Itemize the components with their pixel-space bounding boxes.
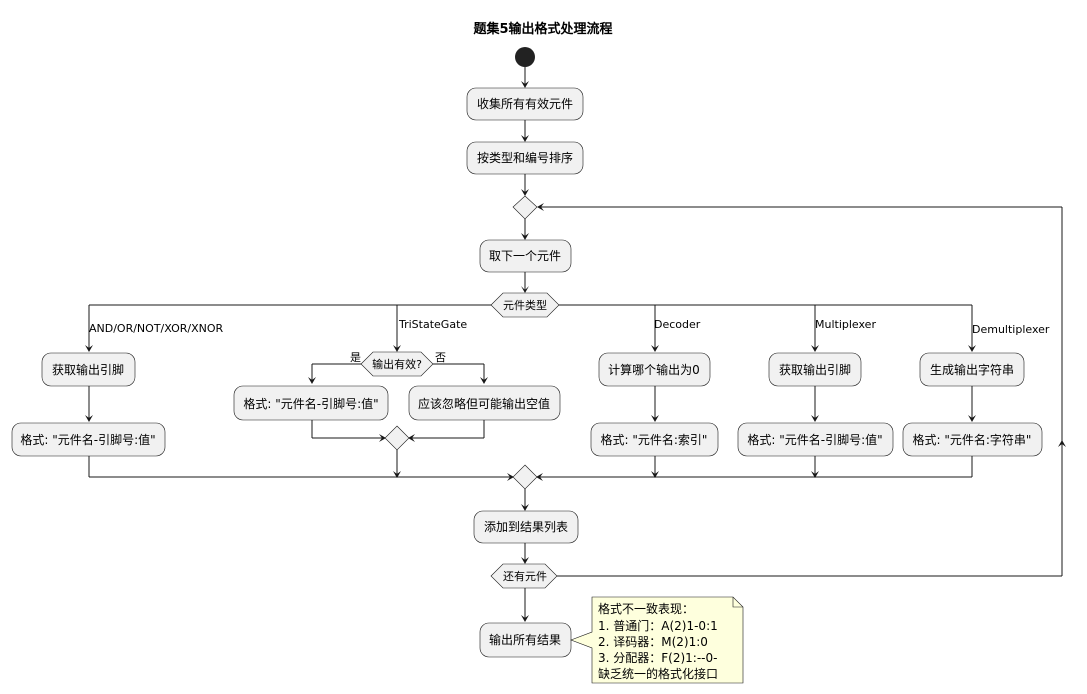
more-components-label: 还有元件 [503,569,547,583]
demultiplexer-step1-label: 生成输出字符串 [930,362,1014,377]
branch-label-tristate: TriStateGate [398,318,467,331]
take-next-step: 取下一个元件 [479,239,572,273]
output-all-label: 输出所有结果 [489,632,561,647]
tristate-merge-diamond [384,425,410,451]
diagram-title: 题集5输出格式处理流程 [473,21,612,37]
collect-step-label: 收集所有有效元件 [477,96,573,111]
demultiplexer-step2: 格式: "元件名:字符串" [902,422,1043,457]
decoder-step2-label: 格式: "元件名:索引" [601,432,708,447]
collect-step: 收集所有有效元件 [466,87,584,121]
sort-step-label: 按类型和编号排序 [477,150,573,165]
note-line-4: 3. 分配器：F(2)1:--0- [598,651,717,665]
add-to-results-label: 添加到结果列表 [484,520,568,534]
multiplexer-step1: 获取输出引脚 [768,352,862,387]
tristate-no-step-label: 应该忽略但可能输出空值 [418,396,550,411]
note-line-5: 缺乏统一的格式化接口 [598,666,718,681]
decoder-step1-label: 计算哪个输出为0 [608,362,700,377]
start-node [515,47,535,67]
branch-label-gates: AND/OR/NOT/XOR/XNOR [89,322,224,335]
tristate-no-label: 否 [435,351,446,364]
branch-merge-diamond [512,464,538,490]
tristate-no-step: 应该忽略但可能输出空值 [408,385,561,421]
main-edges [85,67,1066,622]
multiplexer-step2-label: 格式: "元件名-引脚号:值" [747,432,882,447]
tristate-yes-step: 格式: "元件名-引脚号:值" [233,385,389,421]
tristate-yes-step-label: 格式: "元件名-引脚号:值" [243,396,378,411]
note-line-2: 1. 普通门：A(2)1-0:1 [598,618,718,633]
component-type-label: 元件类型 [503,298,547,312]
output-all-step: 输出所有结果 [479,622,572,658]
tristate-decision: 输出有效? [360,351,434,377]
more-components-decision: 还有元件 [490,563,558,589]
decoder-step1: 计算哪个输出为0 [598,352,711,387]
multiplexer-step1-label: 获取输出引脚 [779,362,851,377]
gates-step1: 获取输出引脚 [41,352,136,387]
tristate-question-label: 输出有效? [372,357,422,371]
note-line-1: 格式不一致表现： [598,601,694,616]
demultiplexer-step2-label: 格式: "元件名:字符串" [913,432,1032,447]
gates-step2-label: 格式: "元件名-引脚号:值" [20,432,155,447]
multiplexer-step2: 格式: "元件名-引脚号:值" [737,422,894,457]
tristate-yes-label: 是 [350,351,361,364]
take-next-step-label: 取下一个元件 [489,249,561,263]
branch-label-demultiplexer: Demultiplexer [972,323,1050,336]
branch-label-decoder: Decoder [654,318,701,331]
sort-step: 按类型和编号排序 [466,141,584,175]
demultiplexer-step1: 生成输出字符串 [919,352,1025,387]
note-line-3: 2. 译码器：M(2)1:0 [598,635,708,649]
gates-step1-label: 获取输出引脚 [52,362,124,377]
decoder-step2: 格式: "元件名:索引" [590,422,719,457]
component-type-decision: 元件类型 [490,292,560,318]
format-inconsistency-note: 格式不一致表现： 1. 普通门：A(2)1-0:1 2. 译码器：M(2)1:0… [570,596,744,684]
add-to-results-step: 添加到结果列表 [473,510,579,544]
branch-label-multiplexer: Multiplexer [815,318,876,331]
gates-step2: 格式: "元件名-引脚号:值" [11,422,166,457]
loop-merge-diamond [512,195,538,220]
